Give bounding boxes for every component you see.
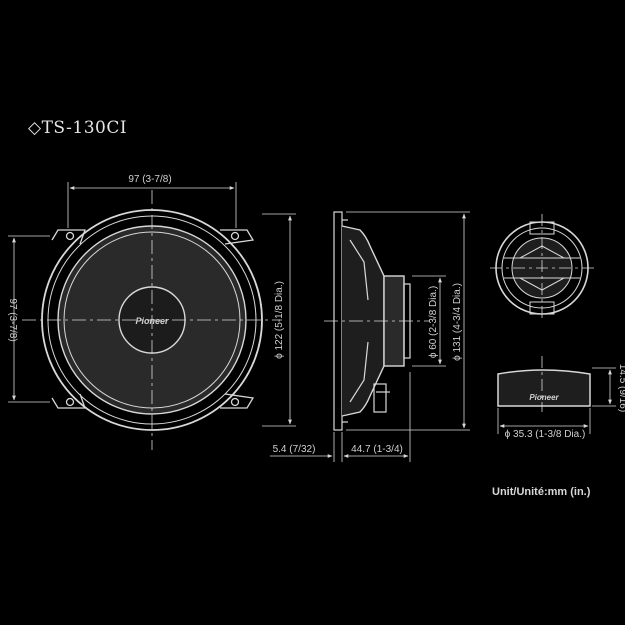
dim-tweeter-height: 14.5 (9/16) [617, 364, 625, 412]
mount-tabs [51, 229, 255, 409]
brand-logo-tweeter: Pioneer [529, 393, 559, 402]
dim-tweeter-dia: ϕ 35.3 (1-3/8 Dia.) [505, 429, 586, 440]
dim-mount-spacing-vertical: 97 (3-7/8) [7, 298, 18, 341]
unit-label: Unit/Unité:mm (in.) [492, 486, 591, 498]
front-view [8, 182, 296, 450]
dim-flange-thickness: 5.4 (7/32) [273, 444, 316, 455]
dim-mount-spacing: 97 (3-7/8) [128, 174, 171, 185]
dim-magnet-dia: ϕ 60 (2-3/8 Dia.) [428, 286, 439, 358]
side-view [270, 211, 470, 462]
dim-cutout-dia: ϕ 122 (5-1/8 Dia.) [274, 281, 285, 359]
brand-logo-front: Pioneer [135, 316, 169, 326]
tweeter-top-view [490, 214, 596, 322]
dim-overall-dia: ϕ 131 (4-3/4 Dia.) [452, 283, 463, 361]
model-title: ◇TS-130CI [28, 118, 128, 138]
tweeter-side-view [497, 356, 616, 434]
dim-mount-depth: 44.7 (1-3/4) [351, 444, 403, 455]
